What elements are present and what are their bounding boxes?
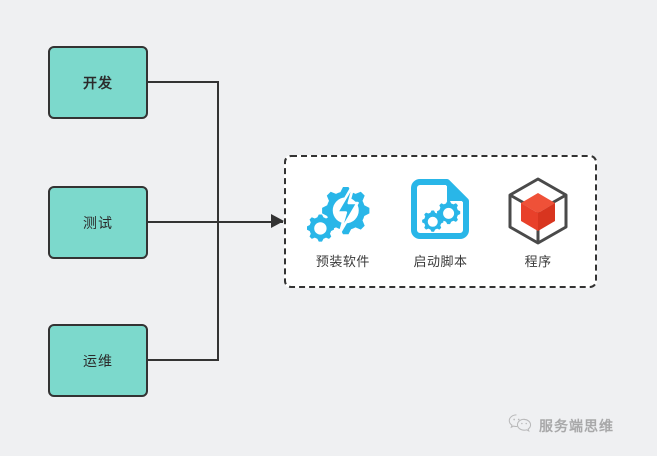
connector-ops-horizontal	[148, 359, 219, 361]
cube-package-icon	[502, 174, 574, 246]
document-gears-icon	[404, 174, 476, 246]
role-box-ops: 运维	[48, 324, 148, 397]
role-box-dev-label: 开发	[83, 74, 113, 91]
connector-dev-horizontal	[148, 81, 219, 83]
arrow-head-icon	[271, 214, 284, 228]
role-box-ops-label: 运维	[83, 352, 113, 369]
artifact-label-preinstalled-software: 预装软件	[315, 253, 370, 269]
role-box-test-label: 测试	[83, 214, 113, 231]
artifact-program: 程序	[492, 174, 584, 270]
artifact-startup-script: 启动脚本	[394, 174, 486, 270]
artifact-label-program: 程序	[524, 253, 552, 269]
connector-test-horizontal	[148, 221, 283, 223]
watermark: 服务端思维	[508, 413, 614, 438]
artifact-group: 预装软件 启动脚本	[284, 155, 597, 288]
connector-vertical-trunk	[217, 81, 219, 361]
role-box-test: 测试	[48, 186, 148, 259]
wechat-icon	[508, 413, 532, 438]
gear-lightning-icon	[306, 174, 379, 246]
artifact-preinstalled-software: 预装软件	[297, 174, 389, 270]
watermark-text: 服务端思维	[539, 417, 614, 434]
role-box-dev: 开发	[48, 46, 148, 119]
artifact-label-startup-script: 启动脚本	[413, 253, 468, 269]
artifact-row: 预装软件 启动脚本	[286, 157, 595, 286]
